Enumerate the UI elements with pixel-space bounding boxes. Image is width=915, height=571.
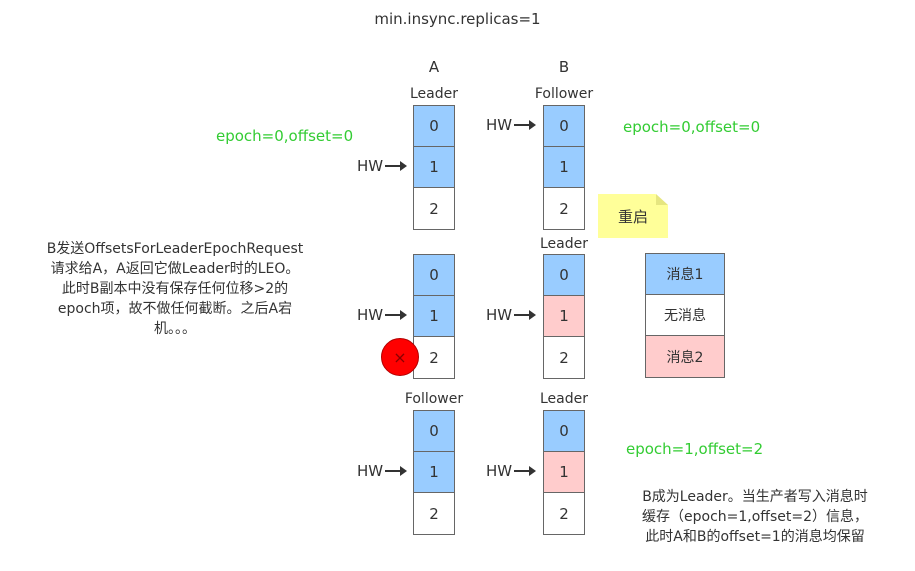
- epoch-annotation-left-row1: epoch=0,offset=0: [216, 127, 354, 145]
- log-cell: 2: [544, 493, 584, 534]
- hw-marker-a-row1: HW: [357, 157, 408, 175]
- log-cell: 2: [414, 493, 454, 534]
- column-label-a: A: [428, 58, 440, 76]
- hw-label: HW: [486, 306, 513, 324]
- description-line: B成为Leader。当生产者写入消息时: [642, 489, 868, 505]
- log-cell: 2: [544, 188, 584, 229]
- legend-item: 无消息: [646, 295, 724, 336]
- log-cell: 0: [544, 411, 584, 452]
- legend-item: 消息1: [646, 254, 724, 295]
- hw-label: HW: [357, 157, 384, 175]
- arrow-right-icon: [514, 310, 537, 320]
- description-line: 此时A和B的offset=1的消息均保留: [645, 529, 865, 545]
- role-label-b-row1: Follower: [534, 86, 594, 102]
- diagram-title: min.insync.replicas=1: [374, 10, 541, 28]
- log-cell: 2: [414, 337, 454, 378]
- log-cell: 0: [414, 255, 454, 296]
- log-cell: 0: [544, 106, 584, 147]
- message-legend: 消息1 无消息 消息2: [645, 253, 725, 378]
- hw-marker-b-row1: HW: [486, 116, 537, 134]
- description-row3: B成为Leader。当生产者写入消息时 缓存（epoch=1,offset=2）…: [605, 487, 905, 547]
- hw-label: HW: [357, 462, 384, 480]
- column-label-b: B: [558, 58, 570, 76]
- description-line: epoch项，故不做任何截断。之后A宕: [57, 301, 293, 317]
- description-row2: B发送OffsetsForLeaderEpochRequest 请求给A，A返回…: [25, 239, 325, 339]
- log-cell: 1: [414, 296, 454, 337]
- log-stack-a-row3: 0 1 2: [413, 410, 455, 535]
- role-label-a-row3: Follower: [404, 391, 464, 407]
- arrow-right-icon: [385, 466, 408, 476]
- hw-label: HW: [486, 116, 513, 134]
- description-line: 机。。。: [154, 321, 196, 337]
- log-cell: 2: [414, 188, 454, 229]
- epoch-annotation-right-row1: epoch=0,offset=0: [623, 118, 761, 136]
- log-cell: 2: [544, 337, 584, 378]
- description-line: 请求给A，A返回它做Leader时的LEO。: [50, 261, 300, 277]
- log-stack-b-row2: 0 1 2: [543, 254, 585, 379]
- log-cell: 0: [414, 411, 454, 452]
- arrow-right-icon: [385, 310, 408, 320]
- log-cell: 1: [544, 147, 584, 188]
- hw-marker-b-row3: HW: [486, 462, 537, 480]
- log-cell: 0: [544, 255, 584, 296]
- epoch-annotation-right-row3: epoch=1,offset=2: [626, 440, 764, 458]
- hw-marker-a-row3: HW: [357, 462, 408, 480]
- hw-marker-a-row2: HW: [357, 306, 408, 324]
- role-label-b-row2: Leader: [539, 236, 588, 252]
- log-cell: 1: [414, 147, 454, 188]
- log-cell: 1: [544, 452, 584, 493]
- arrow-right-icon: [385, 161, 408, 171]
- log-cell: 0: [414, 106, 454, 147]
- hw-marker-b-row2: HW: [486, 306, 537, 324]
- arrow-right-icon: [514, 120, 537, 130]
- role-label-b-row3: Leader: [539, 391, 588, 407]
- log-stack-a-row1: 0 1 2: [413, 105, 455, 230]
- log-cell: 1: [414, 452, 454, 493]
- log-cell: 1: [544, 296, 584, 337]
- hw-label: HW: [357, 306, 384, 324]
- note-fold-icon: [656, 194, 668, 205]
- log-stack-b-row3: 0 1 2: [543, 410, 585, 535]
- log-stack-b-row1: 0 1 2: [543, 105, 585, 230]
- arrow-right-icon: [514, 466, 537, 476]
- hw-label: HW: [486, 462, 513, 480]
- description-line: 此时B副本中没有保存任何位移>2的: [61, 281, 289, 297]
- role-label-a-row1: Leader: [409, 86, 458, 102]
- description-line: 缓存（epoch=1,offset=2）信息，: [642, 509, 868, 525]
- crash-icon: ×: [381, 338, 419, 376]
- description-line: B发送OffsetsForLeaderEpochRequest: [46, 241, 304, 257]
- log-stack-a-row2: 0 1 2: [413, 254, 455, 379]
- legend-item: 消息2: [646, 336, 724, 377]
